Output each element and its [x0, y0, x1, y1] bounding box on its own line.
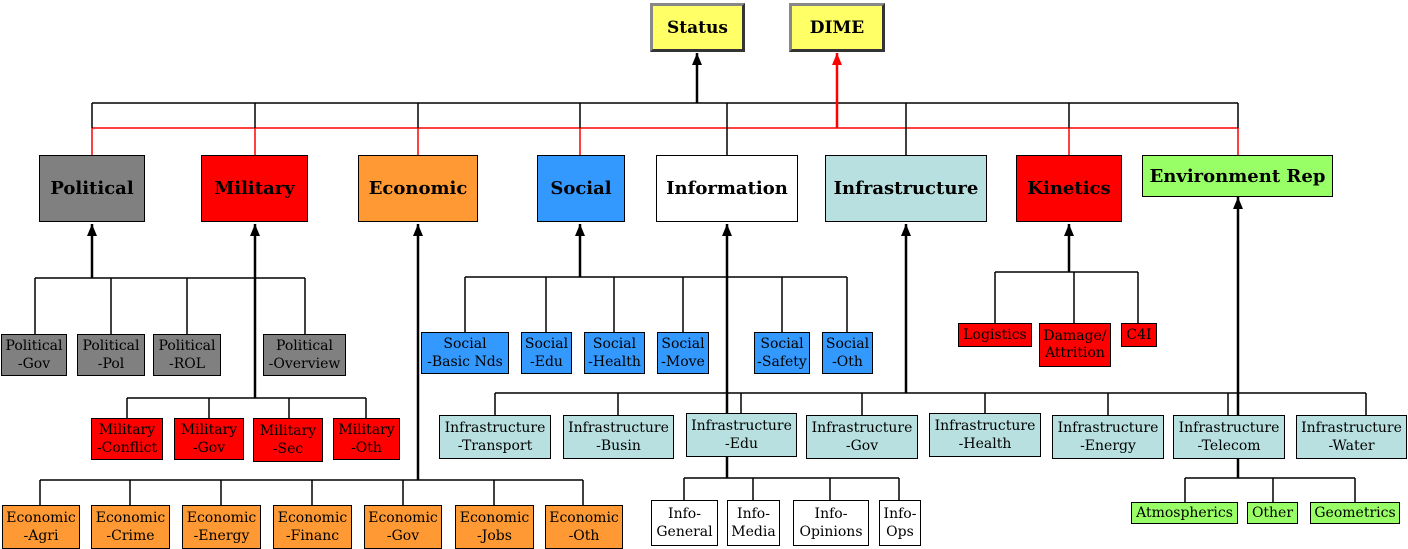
military-conflict-node: Military -Conflict [91, 418, 163, 460]
environment-atmospherics-node: Atmospherics [1131, 502, 1238, 524]
kinetics-c4i-node: C4I [1121, 323, 1157, 347]
kinetics-damage-attrition-node: Damage/ Attrition [1039, 323, 1111, 367]
economic-crime-node: Economic -Crime [91, 505, 170, 549]
economic-oth-node: Economic -Oth [545, 505, 623, 549]
social-move-node: Social -Move [657, 332, 709, 374]
military-gov-node: Military -Gov [174, 418, 244, 460]
category-political: Political [39, 155, 145, 222]
infrastructure-energy-node: Infrastructure -Energy [1052, 415, 1164, 459]
social-health-node: Social -Health [584, 332, 645, 374]
infrastructure-edu-node: Infrastructure -Edu [686, 413, 797, 457]
category-economic: Economic [358, 155, 478, 222]
economic-gov-node: Economic -Gov [364, 505, 442, 549]
category-information: Information [656, 155, 798, 222]
economic-financ-node: Economic -Financ [273, 505, 352, 549]
military-sec-node: Military -Sec [253, 418, 323, 462]
category-military: Military [201, 155, 308, 222]
environment-other-node: Other [1247, 502, 1298, 524]
economic-energy-node: Economic -Energy [182, 505, 261, 549]
status-node: Status [650, 3, 745, 52]
category-environment-rep: Environment Rep [1142, 155, 1333, 197]
military-oth-node: Military -Oth [333, 418, 400, 460]
infrastructure-gov-node: Infrastructure -Gov [806, 415, 918, 459]
political-rol-node: Political -ROL [153, 334, 221, 376]
infrastructure-transport-node: Infrastructure -Transport [439, 415, 551, 459]
social-oth-node: Social -Oth [822, 332, 873, 374]
political-pol-node: Political -Pol [77, 334, 145, 376]
economic-agri-node: Economic -Agri [2, 505, 80, 549]
info-ops-node: Info- Ops [879, 500, 921, 546]
info-opinions-node: Info- Opinions [793, 500, 869, 546]
category-social: Social [537, 155, 625, 222]
social-basic-nds-node: Social -Basic Nds [421, 332, 509, 374]
category-infrastructure: Infrastructure [825, 155, 987, 222]
infrastructure-water-node: Infrastructure -Water [1296, 415, 1407, 459]
infrastructure-telecom-node: Infrastructure -Telecom [1173, 415, 1285, 459]
infrastructure-busin-node: Infrastructure -Busin [563, 415, 674, 459]
info-general-node: Info- General [651, 500, 718, 546]
dime-node: DIME [789, 3, 885, 52]
environment-geometrics-node: Geometrics [1310, 502, 1400, 524]
kinetics-logistics-node: Logistics [958, 323, 1032, 347]
political-overview-node: Political -Overview [263, 334, 346, 376]
social-edu-node: Social -Edu [521, 332, 572, 374]
economic-jobs-node: Economic -Jobs [455, 505, 534, 549]
political-gov-node: Political -Gov [1, 334, 67, 376]
category-kinetics: Kinetics [1016, 155, 1122, 222]
infrastructure-health-node: Infrastructure -Health [929, 413, 1041, 457]
social-safety-node: Social -Safety [754, 332, 810, 374]
info-media-node: Info- Media [727, 500, 780, 546]
